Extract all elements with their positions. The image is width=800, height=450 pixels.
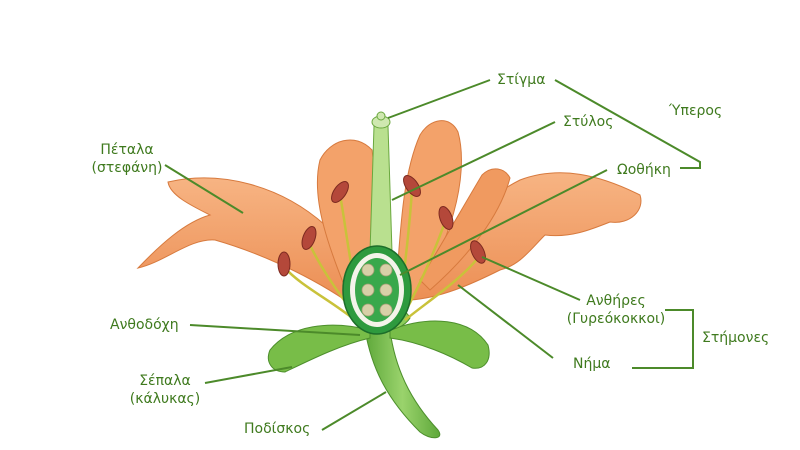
label-petals-line1: Πέταλα [100, 142, 154, 158]
leader-receptacle [189, 324, 361, 336]
ovules [361, 263, 393, 317]
leader-filament [457, 284, 554, 359]
stem-shape [364, 329, 441, 439]
label-style: Στύλος [563, 114, 614, 130]
label-pistil: Ύπερος [669, 103, 723, 119]
anther [438, 206, 454, 230]
label-filament: Νήμα [573, 356, 611, 372]
label-anthers: Ανθήρες (Γυρεόκοκκοι) [560, 292, 672, 328]
anthers [277, 175, 486, 277]
label-stigma: Στίγμα [497, 72, 546, 88]
label-petals-line2: (στεφάνη) [91, 160, 163, 176]
anther [470, 240, 486, 264]
label-anthers-line1: Ανθήρες [586, 293, 646, 309]
label-receptacle: Ανθοδόχη [110, 317, 179, 333]
anther [301, 226, 317, 250]
sepal-left [267, 324, 371, 373]
label-sepals-line1: Σέπαλα [139, 373, 191, 389]
bracket-stamens [632, 309, 694, 369]
leader-sepals [204, 366, 293, 384]
label-sepals: Σέπαλα (κάλυκας) [122, 372, 208, 408]
ovary-shape [342, 245, 412, 335]
leader-lines [164, 79, 701, 431]
leader-anthers [481, 256, 581, 301]
stigma-shape [371, 111, 391, 129]
anther [277, 251, 291, 277]
anther [403, 175, 421, 197]
label-peduncle: Ποδίσκος [244, 421, 311, 437]
petal-right-top [419, 168, 511, 291]
style-shape [369, 125, 393, 253]
leader-peduncle [321, 391, 387, 431]
leader-petals [164, 164, 244, 214]
label-anthers-line2: (Γυρεόκοκκοι) [566, 311, 666, 327]
label-sepals-line2: (κάλυκας) [129, 391, 201, 407]
bracket-pistil [554, 79, 701, 169]
leader-stigma [387, 79, 491, 119]
leader-style [391, 121, 556, 201]
anther [331, 181, 349, 203]
sepal-right [389, 320, 490, 369]
label-ovary: Ωοθήκη [617, 162, 671, 178]
label-petals: Πέταλα (στεφάνη) [84, 141, 170, 177]
label-stamens: Στήμονες [702, 330, 770, 346]
leader-ovary [399, 169, 608, 276]
